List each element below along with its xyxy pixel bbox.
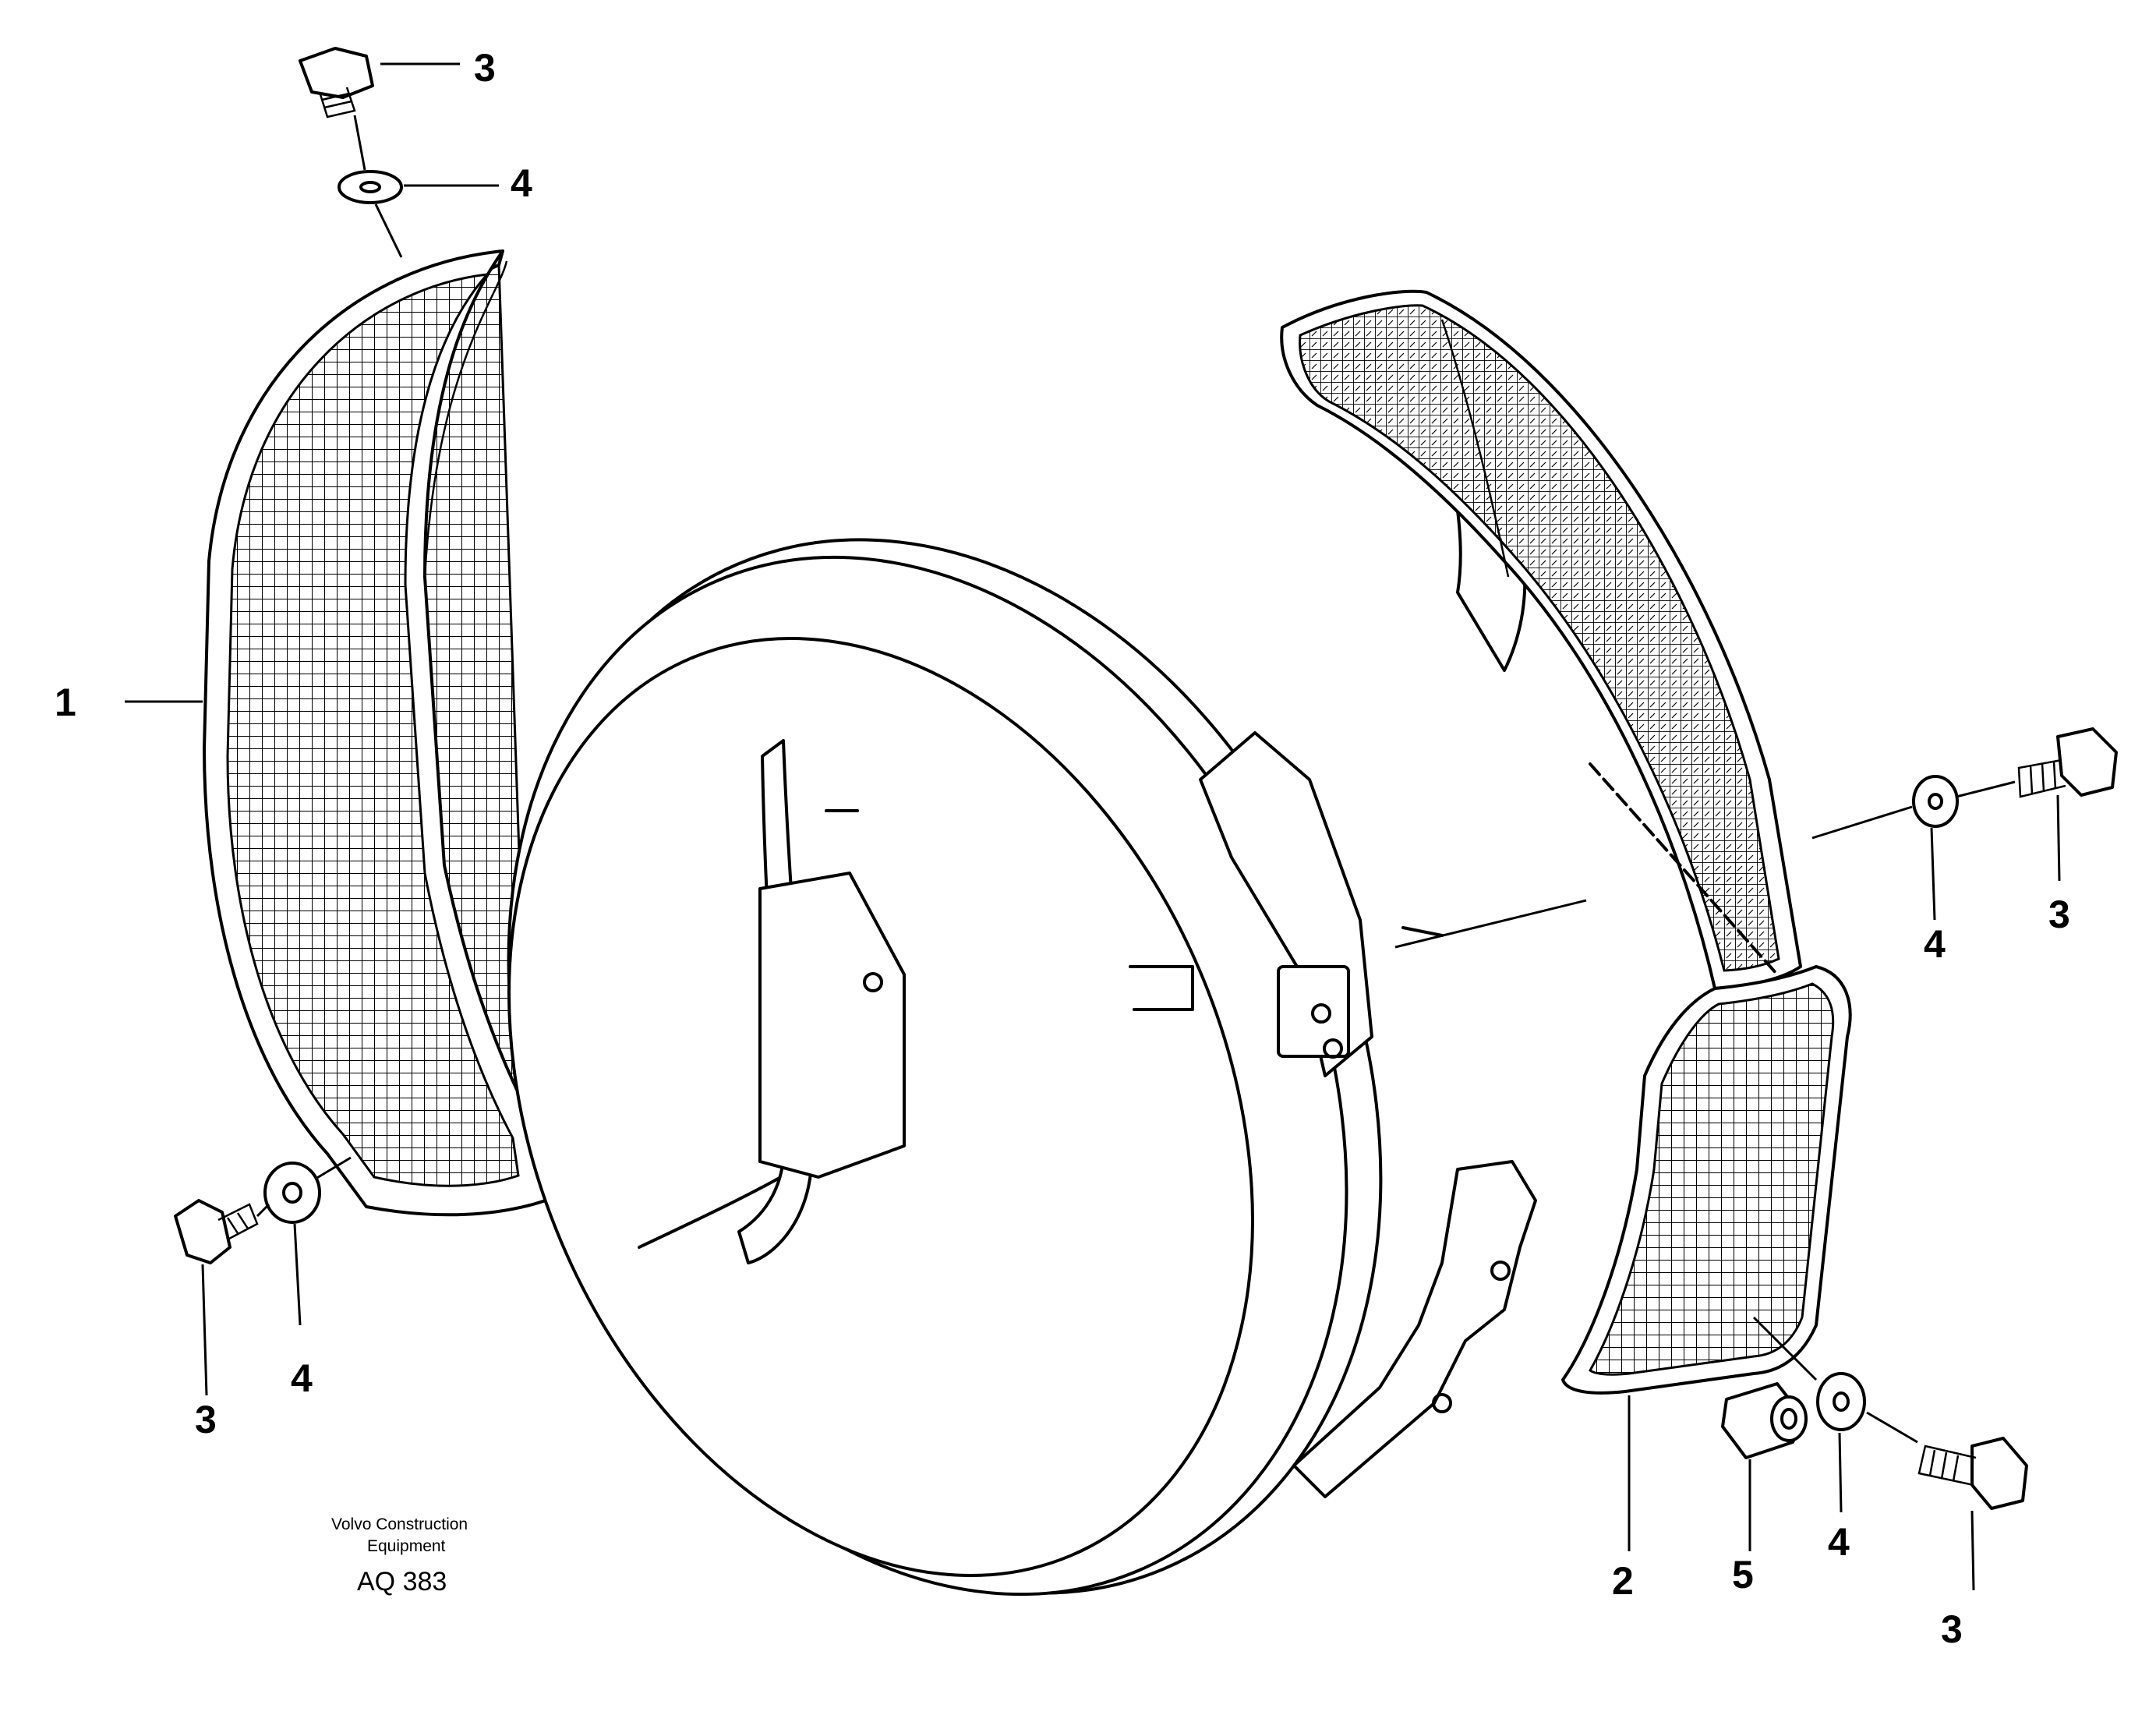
diagram-code: AQ 383 xyxy=(357,1567,447,1597)
callout-labels: 3 4 1 3 4 4 3 2 5 4 3 xyxy=(55,46,2070,1651)
callout-3-right-upper: 3 xyxy=(2048,893,2070,936)
callout-4-right-lower: 4 xyxy=(1828,1520,1850,1564)
callout-4-bottom-left: 4 xyxy=(291,1356,313,1400)
bolt-top-left xyxy=(299,47,374,118)
washer-top-left xyxy=(338,170,403,204)
diagram-caption: Volvo Construction Equipment AQ 383 xyxy=(331,1515,468,1597)
bolt-right-upper xyxy=(2017,727,2118,798)
callout-3-top: 3 xyxy=(474,46,496,90)
callout-2: 2 xyxy=(1612,1559,1634,1603)
washer-bottom-left xyxy=(263,1162,321,1224)
callout-4-right-upper: 4 xyxy=(1924,922,1946,966)
callout-1: 1 xyxy=(55,681,76,724)
left-mesh-guard xyxy=(203,249,547,1217)
washer-right-upper xyxy=(1912,775,1959,828)
callout-4-top: 4 xyxy=(511,161,532,205)
bolt-bottom-left xyxy=(174,1199,259,1264)
spacer-sleeve xyxy=(1721,1382,1808,1459)
caption-line-1: Volvo Construction xyxy=(331,1515,468,1533)
lamp-housing-ring xyxy=(507,538,1537,1597)
callout-3-right-lower: 3 xyxy=(1941,1607,1963,1651)
caption-line-2: Equipment xyxy=(367,1537,446,1555)
washer-right-lower xyxy=(1816,1372,1866,1431)
bolt-right-lower xyxy=(1917,1437,2028,1510)
leader-lines xyxy=(125,62,2061,1591)
right-mesh-guard xyxy=(1280,289,1852,1395)
callout-3-bottom-left: 3 xyxy=(195,1398,217,1441)
callout-5: 5 xyxy=(1732,1553,1754,1597)
